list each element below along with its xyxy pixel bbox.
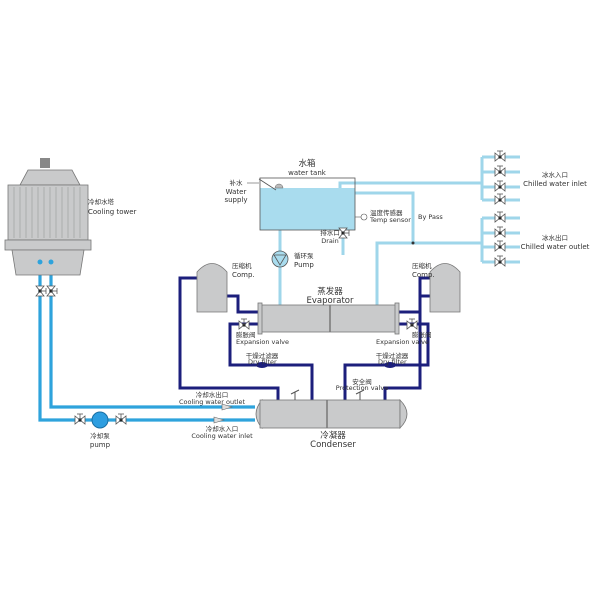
bypass-label: By Pass <box>418 213 443 221</box>
dry-filter-right-label-en: Dry filter <box>378 358 407 366</box>
expansion-valve-left[interactable] <box>238 318 250 330</box>
comp-left-label-cn: 压缩机 <box>232 261 252 270</box>
outlet-arrow-icon <box>221 403 234 411</box>
inlet-arrow-icon <box>213 416 226 424</box>
chilled-outlet-valve-2[interactable] <box>494 226 506 238</box>
compressor-left <box>196 263 228 313</box>
chilled-inlet-valve-2[interactable] <box>494 165 506 177</box>
temp-sensor-label-cn: 温度传感器 <box>370 208 403 217</box>
chilled-inlet-label-en: Chilled water inlet <box>523 180 587 188</box>
exp-valve-right-label-en: Expansion valve <box>376 338 429 346</box>
evaporator-label-en: Evaporator <box>307 296 354 306</box>
tower-valve-right[interactable] <box>46 285 58 297</box>
evaporator <box>257 302 400 335</box>
cw-inlet-label-cn: 冷却水入口 <box>206 424 239 433</box>
safety-valve-right[interactable] <box>355 389 365 400</box>
chilled-outlet-label-cn: 冰水出口 <box>542 233 568 242</box>
pump-valve-left[interactable] <box>74 413 86 425</box>
cw-outlet-label-cn: 冷却水出口 <box>196 390 229 399</box>
safety-valve-left[interactable] <box>290 389 300 400</box>
chilled-outlet-valve-3[interactable] <box>494 240 506 252</box>
cw-outlet-label-en: Cooling water outlet <box>179 398 245 406</box>
cooling-water-pipes <box>38 262 255 422</box>
dry-filter-left-label-en: Dry filter <box>248 358 277 366</box>
dry-filter-right <box>384 362 396 368</box>
evaporator-label-cn: 蒸发器 <box>317 286 343 297</box>
compressor-right <box>429 263 461 313</box>
tower-valve-left[interactable] <box>35 285 47 297</box>
chilled-inlet-valve-3[interactable] <box>494 180 506 192</box>
water-supply-label-en2: supply <box>224 196 247 204</box>
cw-inlet-label-en: Cooling water inlet <box>191 432 253 440</box>
pump-valve-right[interactable] <box>115 413 127 425</box>
chilled-outlet-label-en: Chilled water outlet <box>521 243 590 251</box>
chilled-water-pipes <box>278 155 520 305</box>
cooling-pump-label-en: pump <box>90 441 111 449</box>
drain-label-en: Drain <box>321 237 339 245</box>
water-tank-label-en: water tank <box>288 169 327 177</box>
temp-sensor-label-en: Temp sensor <box>369 216 411 224</box>
condenser <box>255 398 408 430</box>
chilled-inlet-label-cn: 冰水入口 <box>542 170 568 179</box>
protection-valve-label-en: Protection valve <box>336 384 388 392</box>
chilled-inlet-valve-1[interactable] <box>494 150 506 162</box>
comp-right-label-en: Comp. <box>412 271 435 279</box>
expansion-valve-right[interactable] <box>406 318 418 330</box>
water-supply-label-cn: 补水 <box>230 178 244 187</box>
float-valve-icon <box>274 183 284 189</box>
water-supply-label-en1: Water <box>226 188 247 196</box>
exp-valve-right-label-cn: 膨胀阀 <box>412 330 432 339</box>
comp-left-label-en: Comp. <box>232 271 255 279</box>
chilled-inlet-valve-4[interactable] <box>494 193 506 205</box>
dry-filter-left-label-cn: 干燥过滤器 <box>246 351 279 360</box>
dry-filter-right-label-cn: 干燥过滤器 <box>376 351 409 360</box>
chilled-outlet-valve-1[interactable] <box>494 211 506 223</box>
cooling-pump-label-cn: 冷却泵 <box>90 431 110 440</box>
circ-pump-label-cn: 循环泵 <box>294 251 314 260</box>
cooling-pump-icon <box>91 411 109 429</box>
protection-valve-label-cn: 安全阀 <box>352 377 372 386</box>
drain-label-cn: 排水口 <box>320 228 340 237</box>
comp-right-label-cn: 压缩机 <box>412 261 432 270</box>
temp-sensor-icon <box>360 213 368 221</box>
cooling-tower-label-cn: 冷却水塔 <box>88 197 115 206</box>
exp-valve-left-label-en: Expansion valve <box>236 338 289 346</box>
condenser-label-cn: 冷凝器 <box>320 430 346 441</box>
condenser-label-en: Condenser <box>310 440 356 450</box>
cooling-tower <box>4 158 92 276</box>
circ-pump-label-en: Pump <box>294 261 314 269</box>
water-tank <box>258 177 356 231</box>
water-tank-label-cn: 水箱 <box>298 158 316 169</box>
fan-motor <box>40 158 50 168</box>
cooling-tower-label-en: Cooling tower <box>88 208 137 216</box>
exp-valve-left-label-cn: 膨胀阀 <box>236 330 256 339</box>
chilled-outlet-valve-4[interactable] <box>494 255 506 267</box>
dry-filter-left <box>256 362 268 368</box>
